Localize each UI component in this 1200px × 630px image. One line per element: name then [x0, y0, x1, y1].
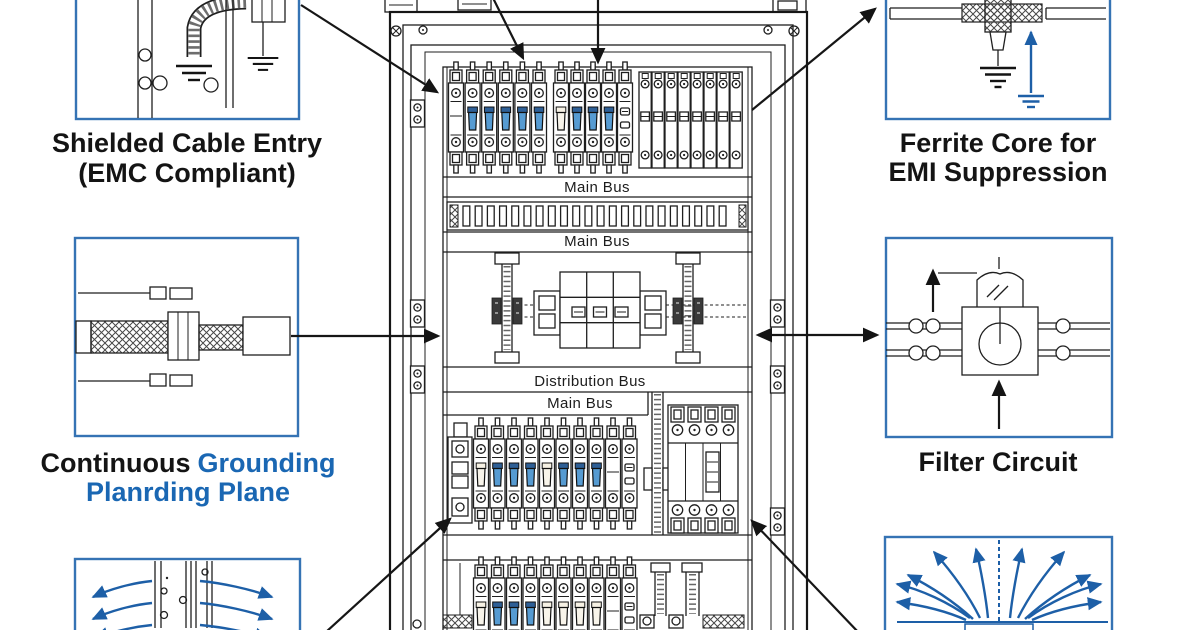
main-bus-4: Main Bus [443, 392, 649, 416]
callout-filter-circuit: Filter Circuit [884, 236, 1114, 477]
main-bus-1-label: Main Bus [564, 179, 630, 196]
filter-circuit-label: Filter Circuit [918, 447, 1077, 477]
arrow-ferrite [751, 7, 877, 111]
callout-shielded-cable-entry: Shielded Cable Entry (EMC Compliant) [52, 0, 322, 188]
callout-emission-left [73, 557, 302, 630]
enclosure-cabinet: Main Bus Main Bus [384, 0, 809, 630]
distribution-bus-label: Distribution Bus [534, 373, 645, 390]
shielded-cable-entry-label-line1: Shielded Cable Entry [52, 128, 322, 158]
grounding-plane-label-line2: Planrding Plane [86, 477, 290, 507]
terminal-strip [446, 201, 749, 231]
contactor-4pole [667, 404, 739, 534]
arrow-shielded-entry [300, 4, 440, 94]
breaker-row-middle [447, 392, 672, 535]
main-bus-2: Main Bus [443, 231, 752, 253]
emission-right-illustration [895, 540, 1108, 630]
callout-ferrite-core: Ferrite Core for EMI Suppression [884, 0, 1112, 187]
shielded-cable-illustration [137, 0, 286, 118]
main-bus-4-label: Main Bus [547, 395, 613, 412]
arrow-bottom-left [326, 517, 452, 630]
breaker-row-bottom [442, 534, 752, 630]
filter-circuit-illustration [886, 257, 1110, 429]
breaker-row-top [447, 61, 743, 174]
distribution-bus: Distribution Bus [443, 366, 752, 393]
ferrite-core-label-line1: Ferrite Core for [900, 128, 1097, 158]
emission-left-illustration [91, 561, 274, 630]
arrow-top-1 [492, 0, 525, 61]
grounding-plane-illustration [75, 286, 291, 387]
shielded-cable-entry-label-line2: (EMC Compliant) [78, 158, 295, 188]
main-bus-2-label: Main Bus [564, 233, 630, 250]
contactor-assembly [492, 253, 746, 363]
ferrite-core-label-line2: EMI Suppression [888, 157, 1107, 187]
main-bus-1: Main Bus [443, 176, 752, 198]
arrow-bottom-right [750, 519, 858, 630]
connector-arrows [291, 0, 880, 630]
callout-emission-right [883, 535, 1114, 630]
ferrite-core-illustration [889, 0, 1106, 109]
